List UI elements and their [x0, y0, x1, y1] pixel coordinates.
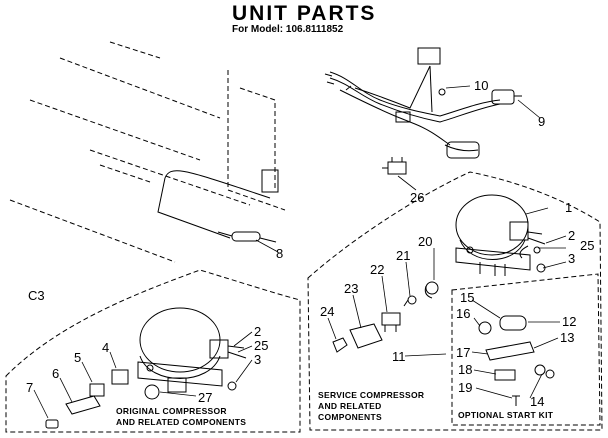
original-compressor-part: [137, 307, 253, 400]
callout-13: 13: [560, 330, 574, 345]
original-region-border: [5, 269, 301, 433]
callout-11: 11: [392, 349, 406, 364]
callout-5: 5: [74, 350, 81, 365]
connector-part: [382, 157, 407, 175]
cabinet-outline: [9, 41, 286, 263]
section-code: C3: [28, 288, 45, 303]
service-caption-line1: SERVICE COMPRESSOR: [318, 390, 424, 400]
optional-kit-border: [451, 273, 601, 426]
callout-27: 27: [198, 390, 212, 405]
callout-26: 26: [410, 190, 424, 205]
leader-8: [255, 239, 279, 253]
callout-3-original: 3: [254, 352, 261, 367]
callout-25-service: 25: [580, 238, 594, 253]
service-caption-line3: COMPONENTS: [318, 412, 382, 422]
callout-9: 9: [538, 114, 545, 129]
callout-19: 19: [458, 380, 472, 395]
callout-1: 1: [565, 200, 572, 215]
callout-15: 15: [460, 290, 474, 305]
original-caption-line1: ORIGINAL COMPRESSOR: [116, 406, 227, 416]
callout-6: 6: [52, 366, 59, 381]
callout-4: 4: [102, 340, 109, 355]
callout-2-original: 2: [254, 324, 261, 339]
wiring-harness-part: [324, 47, 522, 159]
leader-9: [517, 99, 541, 119]
service-compressor-part: [455, 194, 567, 276]
callout-7: 7: [26, 380, 33, 395]
callout-12: 12: [562, 314, 576, 329]
callout-24: 24: [320, 304, 334, 319]
callout-18: 18: [458, 362, 472, 377]
leader-26: [397, 175, 417, 191]
callout-10: 10: [474, 78, 488, 93]
service-region-border: [307, 171, 603, 431]
optional-kit-caption: OPTIONAL START KIT: [458, 410, 554, 420]
callout-25-original: 25: [254, 338, 268, 353]
model-subtitle: For Model: 106.8111852: [232, 24, 344, 35]
callout-20: 20: [418, 234, 432, 249]
drier-part: [217, 231, 277, 243]
callout-2-service: 2: [568, 228, 575, 243]
callout-14: 14: [530, 394, 544, 409]
start-kit-parts: [471, 299, 560, 406]
callout-16: 16: [456, 306, 470, 321]
page-title: UNIT PARTS: [232, 2, 377, 25]
callout-22: 22: [370, 262, 384, 277]
callout-8: 8: [276, 246, 283, 261]
callout-23: 23: [344, 281, 358, 296]
service-related-parts: [327, 248, 447, 357]
callout-21: 21: [396, 248, 410, 263]
leader-10: [445, 85, 471, 89]
service-caption-line2: AND RELATED: [318, 401, 382, 411]
callout-3-service: 3: [568, 251, 575, 266]
original-related-parts: [33, 351, 129, 429]
original-caption-line2: AND RELATED COMPONENTS: [116, 417, 246, 427]
callout-17: 17: [456, 345, 470, 360]
